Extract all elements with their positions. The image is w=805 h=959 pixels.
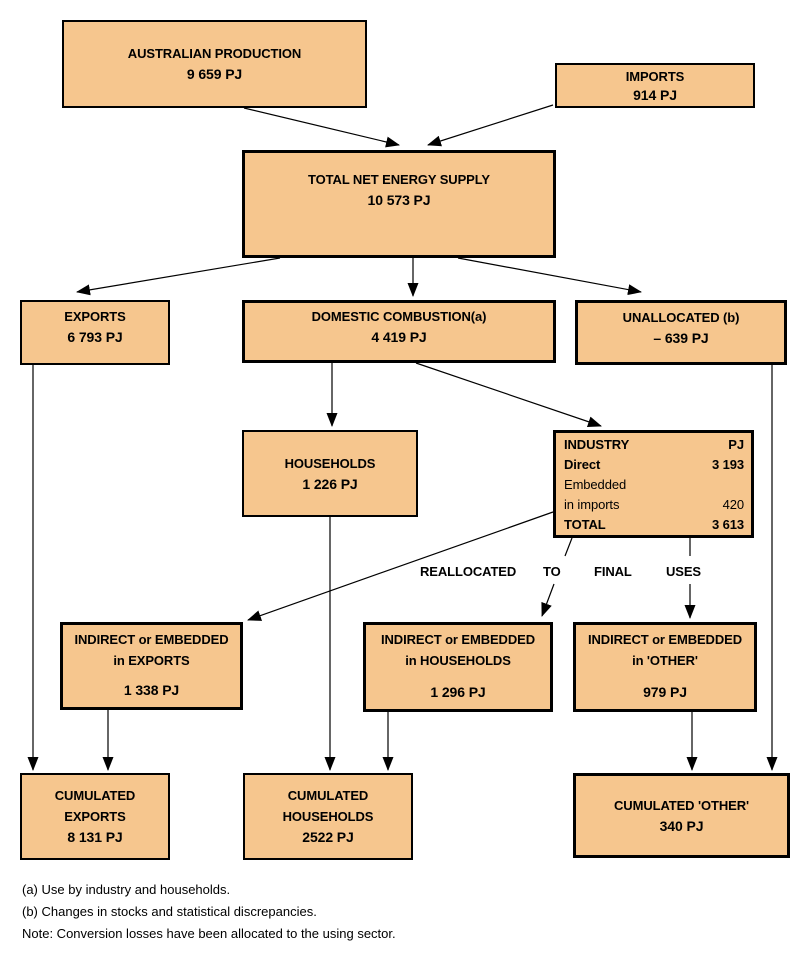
industry-table-row: in imports 420 <box>564 495 744 515</box>
arrow-industry-to-indirect-exports <box>247 511 554 621</box>
box-cumulated-households: CUMULATED HOUSEHOLDS 2522 PJ <box>243 773 413 860</box>
industry-row-label: INDUSTRY <box>564 437 630 452</box>
box-value: 4 419 PJ <box>371 329 427 345</box>
reallocated-caption-word: FINAL <box>594 564 632 579</box>
industry-table-row: TOTAL 3 613 <box>564 515 744 535</box>
box-label: CUMULATED 'OTHER' <box>614 797 749 813</box>
box-exports: EXPORTS 6 793 PJ <box>20 300 170 365</box>
box-imports: IMPORTS 914 PJ <box>555 63 755 108</box>
box-label: EXPORTS <box>64 309 126 324</box>
box-label: INDIRECT or EMBEDDED in EXPORTS <box>74 632 229 668</box>
box-value: 979 PJ <box>643 684 687 700</box>
industry-row-label: in imports <box>564 497 620 512</box>
box-households: HOUSEHOLDS 1 226 PJ <box>242 430 418 517</box>
box-value: 9 659 PJ <box>186 66 243 82</box>
arrow-domestic-to-industry <box>415 362 602 428</box>
industry-row-label: TOTAL <box>564 517 606 532</box>
industry-table-row: Embedded <box>564 475 744 495</box>
box-label: EXPORTS <box>64 809 126 824</box>
box-value: 2522 PJ <box>302 829 354 845</box>
box-indirect-embedded-in-households: INDIRECT or EMBEDDED in HOUSEHOLDS 1 296… <box>363 622 553 712</box>
box-label: CUMULATED <box>287 788 369 803</box>
box-label: CUMULATED <box>54 788 136 803</box>
box-indirect-embedded-in-exports: INDIRECT or EMBEDDED in EXPORTS 1 338 PJ <box>60 622 243 710</box>
arrow-industry-to-indirect-households-tail <box>564 537 573 557</box>
industry-row-value: PJ <box>728 437 744 452</box>
arrow-total-to-unallocated <box>457 257 642 296</box>
industry-table-row: INDUSTRY PJ <box>564 435 744 455</box>
box-value: 1 296 PJ <box>430 684 486 700</box>
arrow-imports-to-total <box>427 104 554 147</box>
box-label: AUSTRALIAN PRODUCTION <box>127 46 302 61</box>
box-value: 6 793 PJ <box>67 329 123 345</box>
box-value: – 639 PJ <box>653 330 709 346</box>
industry-table-row: Direct 3 193 <box>564 455 744 475</box>
box-value: 914 PJ <box>633 86 677 103</box>
box-label: HOUSEHOLDS <box>284 455 376 471</box>
footnote-b: (b) Changes in stocks and statistical di… <box>22 904 317 919</box>
box-industry-table: INDUSTRY PJ Direct 3 193 Embedded in imp… <box>553 430 754 538</box>
industry-row-label: Embedded <box>564 477 627 492</box>
industry-row-value: 420 <box>722 497 744 512</box>
box-label: INDIRECT or EMBEDDED in 'OTHER' <box>587 632 742 668</box>
box-label: TOTAL NET ENERGY SUPPLY <box>308 172 490 187</box>
box-value: 1 338 PJ <box>123 682 180 698</box>
box-value: 8 131 PJ <box>67 829 123 845</box>
box-label: INDIRECT or EMBEDDED in HOUSEHOLDS <box>380 632 535 668</box>
box-value: 340 PJ <box>659 817 704 834</box>
footnote-note: Note: Conversion losses have been alloca… <box>22 926 396 941</box>
industry-row-value: 3 613 <box>711 517 744 532</box>
footnote-a: (a) Use by industry and households. <box>22 882 231 897</box>
box-label: DOMESTIC COMBUSTION(a) <box>311 309 487 324</box>
box-label: HOUSEHOLDS <box>282 809 374 824</box>
reallocated-caption-word: USES <box>666 564 702 579</box>
reallocated-caption-word: REALLOCATED <box>420 564 517 579</box>
box-indirect-embedded-in-other: INDIRECT or EMBEDDED in 'OTHER' 979 PJ <box>573 622 757 712</box>
box-label: UNALLOCATED (b) <box>622 310 740 325</box>
arrow-total-to-exports <box>76 257 281 296</box>
box-unallocated: UNALLOCATED (b) – 639 PJ <box>575 300 787 365</box>
reallocated-caption-word: TO <box>543 564 561 579</box>
box-domestic-combustion: DOMESTIC COMBUSTION(a) 4 419 PJ <box>242 300 556 363</box>
arrow-production-to-total <box>243 107 400 148</box>
box-total-net-energy-supply: TOTAL NET ENERGY SUPPLY 10 573 PJ <box>242 150 556 258</box>
box-value: 10 573 PJ <box>367 192 431 208</box>
industry-row-value: 3 193 <box>711 457 744 472</box>
box-label: IMPORTS <box>625 68 685 84</box>
arrow-industry-to-indirect-households <box>541 583 555 617</box>
box-cumulated-exports: CUMULATED EXPORTS 8 131 PJ <box>20 773 170 860</box>
box-cumulated-other: CUMULATED 'OTHER' 340 PJ <box>573 773 790 858</box>
industry-row-label: Direct <box>564 457 601 472</box>
box-value: 1 226 PJ <box>302 475 358 492</box>
box-australian-production: AUSTRALIAN PRODUCTION 9 659 PJ <box>62 20 367 108</box>
